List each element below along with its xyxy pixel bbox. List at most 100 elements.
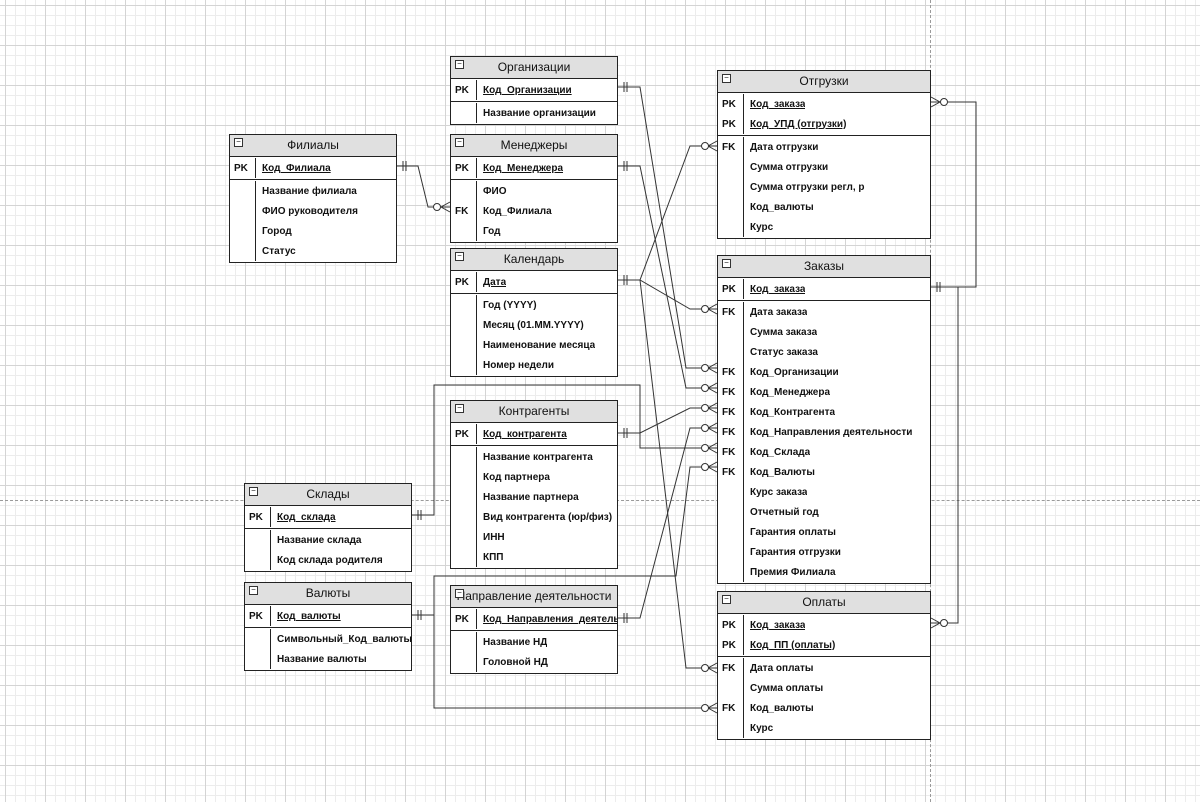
entity-field-row[interactable]: Сумма отгрузки: [718, 157, 930, 177]
entity-field-row[interactable]: Название валюты: [245, 649, 411, 669]
key-type: [245, 530, 271, 550]
entity-field-row[interactable]: Символьный_Код_валюты: [245, 629, 411, 649]
key-type: [718, 718, 744, 738]
key-type: PK: [451, 158, 477, 178]
entity-field-row[interactable]: Код_валюты: [718, 197, 930, 217]
entity-title: −Заказы: [718, 256, 930, 278]
field-name: Название контрагента: [483, 451, 593, 463]
entity-field-row[interactable]: Название контрагента: [451, 447, 617, 467]
entity-field-row[interactable]: Курс: [718, 217, 930, 237]
field-name: Код_УПД (отгрузки): [750, 118, 847, 130]
entity-field-row[interactable]: КПП: [451, 547, 617, 567]
entity-field-row[interactable]: Вид контрагента (юр/физ): [451, 507, 617, 527]
entity-field-row[interactable]: ИНН: [451, 527, 617, 547]
collapse-icon[interactable]: −: [722, 595, 731, 604]
entity-field-row[interactable]: ФИО руководителя: [230, 201, 396, 221]
collapse-icon[interactable]: −: [455, 589, 464, 598]
key-type: [451, 467, 477, 487]
key-type: [451, 487, 477, 507]
field-name: Код_Организации: [750, 366, 839, 378]
collapse-icon[interactable]: −: [249, 586, 258, 595]
field-name: Код склада родителя: [277, 554, 383, 566]
fields-section: Год (YYYY)Месяц (01.MM.YYYY)Наименование…: [451, 294, 617, 376]
entity-field-row[interactable]: Год: [451, 221, 617, 241]
entity-field-row[interactable]: Сумма заказа: [718, 322, 930, 342]
entity-field-row[interactable]: Год (YYYY): [451, 295, 617, 315]
entity-field-row[interactable]: Месяц (01.MM.YYYY): [451, 315, 617, 335]
entity-field-row[interactable]: Премия Филиала: [718, 562, 930, 582]
collapse-icon[interactable]: −: [455, 60, 464, 69]
entity-field-row[interactable]: Гарантия отгрузки: [718, 542, 930, 562]
entity-field-row[interactable]: Город: [230, 221, 396, 241]
entity-field-row[interactable]: Отчетный год: [718, 502, 930, 522]
collapse-icon[interactable]: −: [455, 138, 464, 147]
key-type: [718, 157, 744, 177]
key-type: [718, 482, 744, 502]
entity-field-row[interactable]: Курс заказа: [718, 482, 930, 502]
entity-field-row[interactable]: Название НД: [451, 632, 617, 652]
entity-field-row[interactable]: Код партнера: [451, 467, 617, 487]
entity-field-row[interactable]: Гарантия оплаты: [718, 522, 930, 542]
entity-field-row[interactable]: Наименование месяца: [451, 335, 617, 355]
key-type: [451, 652, 477, 672]
collapse-icon[interactable]: −: [722, 259, 731, 268]
entity-field-row[interactable]: Название организации: [451, 103, 617, 123]
collapse-icon[interactable]: −: [455, 404, 464, 413]
entity-field-row[interactable]: Статус: [230, 241, 396, 261]
field-name: Гарантия отгрузки: [750, 546, 841, 558]
collapse-icon[interactable]: −: [722, 74, 731, 83]
collapse-icon[interactable]: −: [234, 138, 243, 147]
entity-field-row[interactable]: Головной НД: [451, 652, 617, 672]
entity-title-text: Календарь: [503, 252, 565, 266]
entity-field-row[interactable]: Название склада: [245, 530, 411, 550]
entity-field-row[interactable]: Номер недели: [451, 355, 617, 375]
entity-field-row[interactable]: Код склада родителя: [245, 550, 411, 570]
entity-field-row[interactable]: Название партнера: [451, 487, 617, 507]
collapse-icon[interactable]: −: [455, 252, 464, 261]
entity-field-row[interactable]: ФИО: [451, 181, 617, 201]
entity-field-row[interactable]: Название филиала: [230, 181, 396, 201]
entity-field-row[interactable]: Курс: [718, 718, 930, 738]
entity-field-row[interactable]: Сумма отгрузки регл, р: [718, 177, 930, 197]
entity-field-row[interactable]: Статус заказа: [718, 342, 930, 362]
collapse-icon[interactable]: −: [249, 487, 258, 496]
entity-field-row[interactable]: Сумма оплаты: [718, 678, 930, 698]
